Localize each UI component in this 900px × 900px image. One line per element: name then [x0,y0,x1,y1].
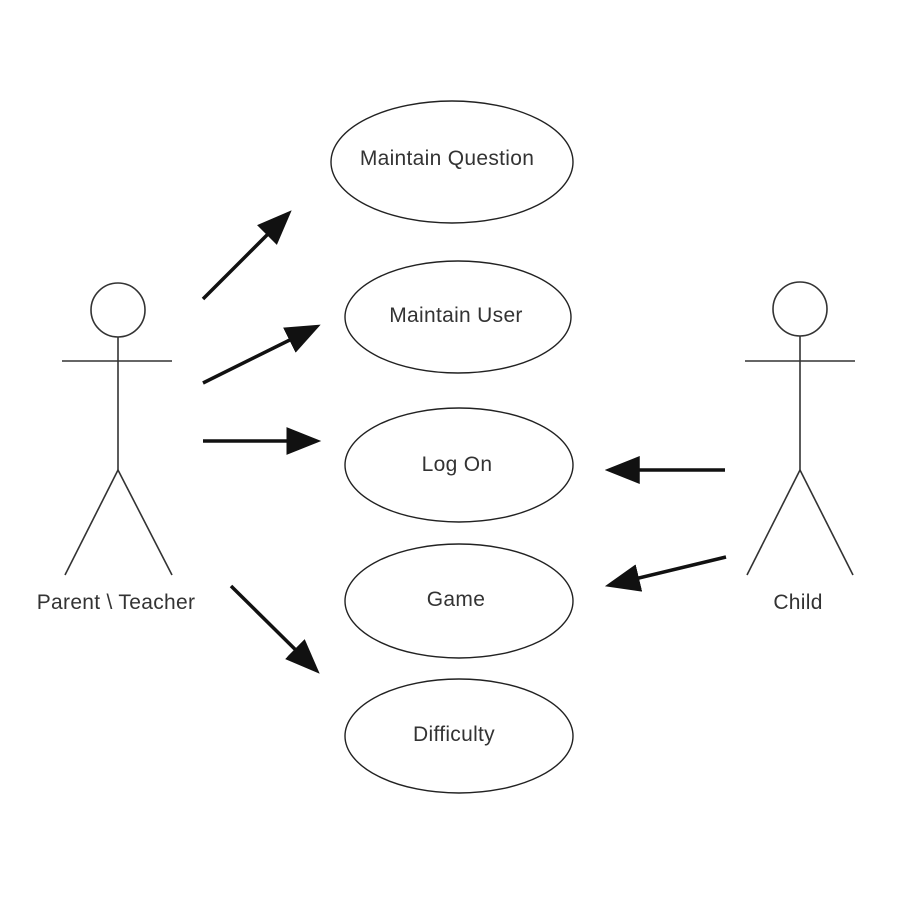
arrow-child-to-game [604,555,727,592]
actor-label: Parent \ Teacher [37,591,196,614]
actor-label: Child [773,591,822,614]
use-case-ellipse [344,678,574,794]
actor-parent-teacher: Parent \ Teacher [37,282,196,614]
actor-right-leg [799,469,854,576]
actor-child: Child [745,281,855,614]
use-case-maintain-user: Maintain User [344,260,572,374]
actor-left-leg [64,469,119,576]
arrow-parent-to-difficulty [229,584,320,674]
use-case-difficulty: Difficulty [344,678,574,794]
use-case-label: Maintain User [389,304,522,327]
use-case-label: Game [427,588,485,611]
use-case-label: Maintain Question [360,147,534,170]
actor-left-leg [746,469,801,576]
use-case-label: Log On [422,453,493,476]
use-case-game: Game [344,543,574,659]
use-case-maintain-question: Maintain Question [330,100,574,224]
actor-head [772,281,828,337]
arrow-parent-to-maintain-user [202,324,321,385]
use-case-ellipse [344,260,572,374]
actor-head [90,282,146,338]
arrow-parent-to-maintain-question [201,210,292,301]
associations [201,210,727,674]
actor-right-leg [117,469,173,576]
use-case-ellipse [344,407,574,523]
use-case-label: Difficulty [413,723,495,746]
use-case-ellipse [344,543,574,659]
use-case-ellipse [330,100,574,224]
use-case-log-on: Log On [344,407,574,523]
